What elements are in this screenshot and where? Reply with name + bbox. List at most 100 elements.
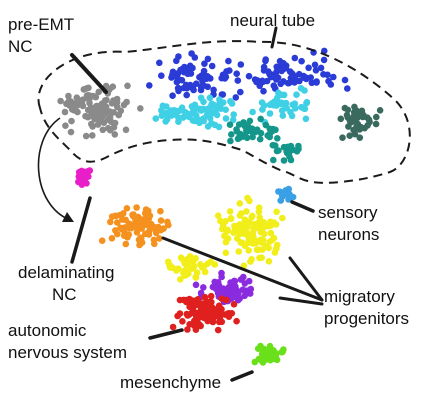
cell-dot [106, 114, 114, 121]
pointer-migratory-1 [161, 236, 324, 302]
cell-dot [119, 216, 126, 223]
cell-dot [228, 100, 236, 107]
cell-dot [298, 57, 305, 65]
cell-dot [251, 358, 259, 366]
cell-dot [337, 115, 345, 123]
cell-dot [210, 86, 217, 94]
cell-dot [217, 217, 224, 225]
cell-dot [236, 295, 244, 302]
cell-dot [330, 73, 337, 81]
cell-dot [225, 284, 233, 291]
cell-dot [317, 64, 325, 72]
cell-dot [256, 135, 264, 143]
cell-dot [376, 107, 384, 114]
cell-dot [233, 128, 241, 135]
cell-dot [278, 91, 286, 99]
cell-dot [173, 57, 180, 65]
cell-dot [245, 72, 253, 80]
cell-dot [289, 71, 297, 78]
cell-dot [65, 97, 73, 105]
cell-dot [92, 110, 100, 118]
cell-dot [189, 298, 196, 306]
cell-dot [256, 254, 263, 262]
cell-dot [198, 117, 205, 125]
cell-dot [285, 185, 293, 193]
cell-dot [221, 75, 229, 82]
cell-dot [248, 125, 256, 132]
cell-dot [101, 97, 109, 104]
cell-dot [236, 200, 244, 207]
cell-dot [275, 147, 282, 154]
cell-dot [270, 219, 278, 226]
cell-dot [204, 55, 212, 63]
cell-dot [284, 79, 292, 87]
cell-dot [231, 277, 239, 285]
cell-dot [256, 82, 264, 90]
cell-dot [225, 57, 232, 65]
cell-dot [273, 94, 281, 102]
cell-dot [219, 285, 227, 292]
cell-dot [133, 229, 141, 236]
cell-dot [206, 94, 214, 102]
cell-dot [57, 97, 64, 105]
cell-dot [280, 60, 287, 67]
cell-dot [208, 304, 216, 311]
cell-dot [267, 73, 275, 81]
cell-dot [210, 108, 217, 116]
cell-dot [260, 87, 267, 95]
cell-dot [248, 213, 256, 221]
cell-dot [100, 108, 107, 116]
cell-dot [244, 231, 252, 238]
cell-dot [152, 115, 160, 122]
cell-dot [276, 100, 284, 108]
cell-dot [273, 241, 281, 249]
cell-dot [280, 157, 288, 164]
cell-dot [236, 134, 243, 142]
cell-dot [227, 215, 235, 222]
cell-dot [120, 232, 128, 239]
cell-dot [237, 239, 245, 246]
cell-dot [230, 301, 238, 308]
cell-dot [249, 133, 256, 141]
cell-dot [228, 131, 235, 138]
cell-dot [168, 112, 175, 119]
cell-dot [61, 108, 69, 116]
cell-dot [180, 296, 187, 304]
cell-dot [347, 118, 354, 126]
cell-dot [339, 134, 346, 141]
cell-dot [84, 169, 91, 176]
cell-dot [182, 81, 190, 89]
cell-dot [196, 105, 203, 113]
cell-dot [226, 121, 234, 128]
cell-dot [98, 237, 106, 244]
cell-dot [302, 115, 310, 123]
cell-dot [186, 62, 194, 70]
cell-dot [91, 115, 98, 123]
cell-dot [186, 253, 194, 260]
pointer-delaminating [70, 196, 92, 264]
cell-dot [200, 305, 208, 313]
cell-dot [65, 92, 72, 100]
cell-dot [107, 218, 114, 226]
cell-dot [245, 277, 253, 285]
cell-dot [70, 107, 78, 114]
cell-dot [204, 73, 212, 80]
cell-dot [215, 123, 223, 131]
cell-dot [114, 219, 121, 226]
label-neural-tube: neural tube [230, 11, 315, 30]
cell-dot [249, 240, 257, 247]
cell-dot [76, 173, 83, 181]
cell-dot [372, 120, 380, 128]
cell-dot [273, 63, 281, 71]
cell-dots [57, 47, 384, 366]
cell-dot [285, 196, 292, 203]
cell-dot [86, 92, 93, 99]
cell-dot [244, 194, 251, 202]
cell-dot [67, 128, 75, 136]
cell-dot [208, 62, 216, 70]
cell-dot [354, 120, 362, 128]
cell-dot [123, 98, 130, 106]
cell-dot [145, 231, 153, 238]
cell-dot [237, 61, 245, 68]
